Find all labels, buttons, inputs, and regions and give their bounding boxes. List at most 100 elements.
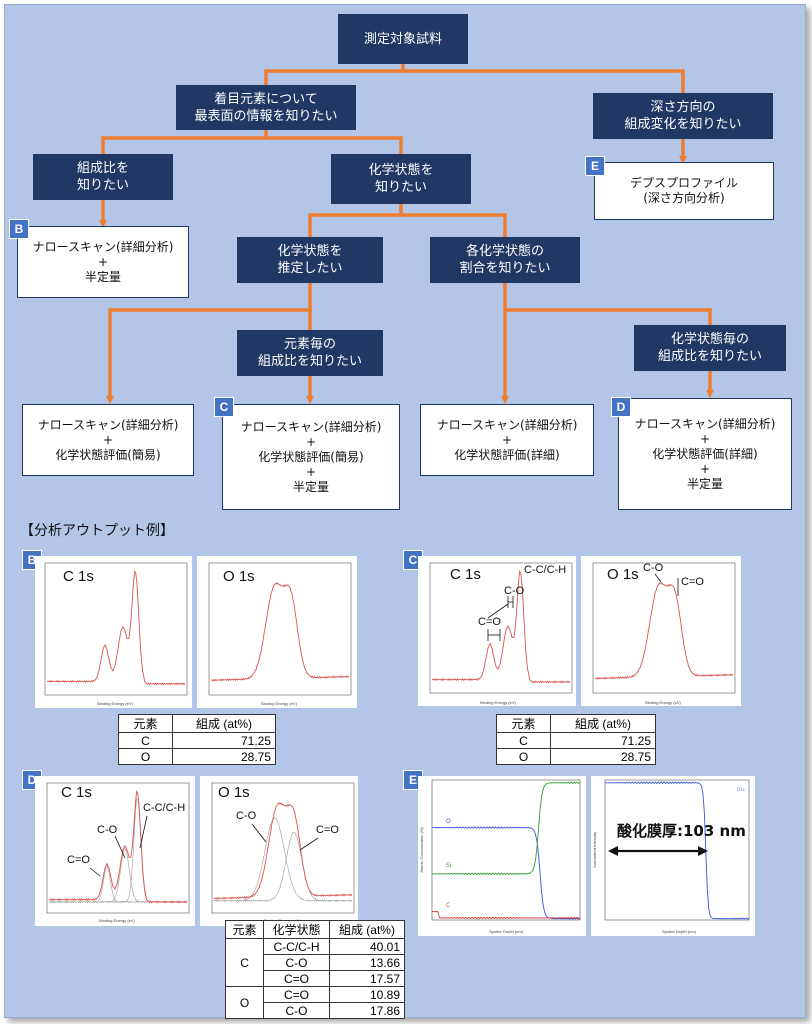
c1s-label: C 1s [63, 568, 94, 585]
plot-D-o1s: Binding Energy (eV) O 1s C-O C=O [200, 776, 358, 926]
c1s-spectrum-curve [431, 570, 571, 684]
cell-value: 13.66 [328, 954, 406, 971]
o-profile-line [432, 826, 581, 920]
series-label-c: C [446, 902, 450, 909]
y-axis-label: Normalized Intensity [592, 832, 597, 868]
x-axis-label: Sputter Depth (nm) [489, 929, 524, 934]
cell-value: 10.89 [328, 986, 406, 1003]
o1s-spectrum-curve [210, 582, 350, 682]
cell-value: 40.01 [328, 938, 406, 955]
cell-value: 28.75 [172, 748, 276, 765]
annot-cc: C-C/C-H [524, 564, 567, 576]
cell-value: 28.75 [550, 748, 656, 765]
annot-ceo: C=O [67, 854, 90, 866]
plot-C-o1s: Binding Energy (eV) O 1s C-O C=O [581, 556, 741, 706]
cell-element: C [224, 938, 265, 987]
composition-table-D: 元素 化学状態 組成 (at%) C C-C/C-H 40.01 C-O 13.… [224, 920, 406, 1019]
plot-B-c1s: Binding Energy (eV) C 1s [35, 556, 192, 708]
x-axis-label: Binding Energy (eV) [97, 701, 133, 706]
cell-element: O [496, 748, 551, 765]
state-comp-ratio-question: 化学状態毎の 組成比を知りたい [634, 325, 786, 371]
depth-profile-atomic: Sputter Depth (nm) Atomic Concentration … [418, 776, 586, 936]
composition-question: 組成比を 知りたい [33, 154, 173, 200]
o1s-spectrum-curve [594, 581, 734, 680]
o1s-label: O 1s [223, 568, 255, 585]
cell-value: 17.57 [328, 970, 406, 987]
cell-state: C-O [263, 1002, 330, 1019]
legend-o1s: O1s [737, 787, 745, 792]
cell-state: C-O [263, 954, 330, 971]
plot-D-c1s: Binding Energy (eV) C 1s C-C/C-H C-O C=O [35, 776, 195, 926]
si-profile-line [432, 781, 581, 876]
cell-value: 71.25 [172, 732, 276, 749]
section-title: 【分析アウトプット例】 [20, 523, 174, 539]
estimate-state-question: 化学状態を 推定したい [237, 237, 383, 283]
badge-E: E [585, 156, 605, 176]
annot-co: C-O [504, 585, 525, 597]
cell-state: C-C/C-H [263, 938, 330, 955]
plot-C-c1s: Binding Energy (eV) C 1s C-C/C-H C-O C=O [418, 556, 576, 706]
badge-C: C [214, 397, 234, 417]
x-axis-label: Binding Energy (eV) [645, 700, 681, 705]
cell-value: 71.25 [550, 732, 656, 749]
depth-info-question: 深さ方向の 組成変化を知りたい [593, 93, 773, 139]
result-box-C: ナロースキャン(詳細分析) + 化学状態評価(簡易) + 半定量 [222, 404, 400, 510]
cell-value: 17.86 [328, 1002, 406, 1019]
c1s-label: C 1s [450, 566, 481, 583]
header-element: 元素 [496, 714, 551, 733]
chemical-state-question: 化学状態を 知りたい [331, 154, 471, 204]
annot-cc: C-C/C-H [143, 802, 186, 814]
annot-ceo: C=O [478, 616, 501, 628]
o1s-label: O 1s [218, 784, 250, 801]
c-profile-line [432, 911, 581, 920]
cell-element: O [118, 748, 173, 765]
annot-ceo: C=O [681, 576, 704, 588]
annot-co: C-O [643, 562, 664, 574]
oxide-thickness-label: 酸化膜厚:103 nm [617, 822, 746, 840]
cell-state: C=O [263, 986, 330, 1003]
result-box-detail: ナロースキャン(詳細分析) + 化学状態評価(詳細) [420, 404, 594, 476]
cell-element: C [496, 732, 551, 749]
header-element: 元素 [118, 714, 173, 733]
result-box-B: ナロースキャン(詳細分析) + 半定量 [17, 226, 189, 298]
badge-B: B [9, 219, 29, 239]
result-box-D: ナロースキャン(詳細分析) + 化学状態評価(詳細) + 半定量 [618, 398, 792, 510]
c1s-label: C 1s [61, 784, 92, 801]
element-ratio-question: 元素毎の 組成比を知りたい [237, 330, 383, 376]
header-state: 化学状態 [263, 920, 330, 939]
annot-co: C-O [97, 824, 118, 836]
normalized-o-line [605, 781, 750, 920]
annot-co: C-O [236, 810, 257, 822]
cell-element: O [224, 986, 265, 1019]
series-label-si: Si [446, 862, 452, 869]
header-composition: 組成 (at%) [550, 714, 656, 733]
series-label-o: O [446, 818, 451, 825]
x-axis-label: Sputter Depth (nm) [662, 929, 697, 934]
o1s-spectrum-curve [213, 801, 353, 900]
badge-D: D [611, 397, 631, 417]
c1s-spectrum-curve [46, 570, 186, 686]
y-axis-label: Atomic Concentration (%) [419, 827, 424, 873]
root-sample: 測定対象試料 [338, 14, 468, 64]
header-composition: 組成 (at%) [328, 920, 406, 939]
header-element: 元素 [224, 920, 265, 939]
x-axis-label: Binding Energy (eV) [261, 701, 297, 706]
header-composition: 組成 (at%) [172, 714, 276, 733]
c1s-spectrum-curve [48, 790, 188, 904]
plot-B-o1s: Binding Energy (eV) O 1s [197, 556, 357, 708]
result-box-plain: ナロースキャン(詳細分析) + 化学状態評価(簡易) [22, 404, 194, 476]
x-axis-label: Binding Energy (eV) [99, 918, 135, 923]
depth-profile-normalized: O1s Sputter Depth (nm) Normalized Intens… [591, 776, 755, 936]
x-axis-label: Binding Energy (eV) [480, 700, 516, 705]
state-ratio-question: 各化学状態の 割合を知りたい [430, 237, 580, 283]
cell-element: C [118, 732, 173, 749]
annot-ceo: C=O [316, 824, 339, 836]
surface-info-question: 着目元素について 最表面の情報を知りたい [176, 85, 356, 130]
o1s-label: O 1s [607, 566, 639, 583]
cell-state: C=O [263, 970, 330, 987]
result-box-E: デプスプロファイル (深さ方向分析) [594, 162, 774, 220]
